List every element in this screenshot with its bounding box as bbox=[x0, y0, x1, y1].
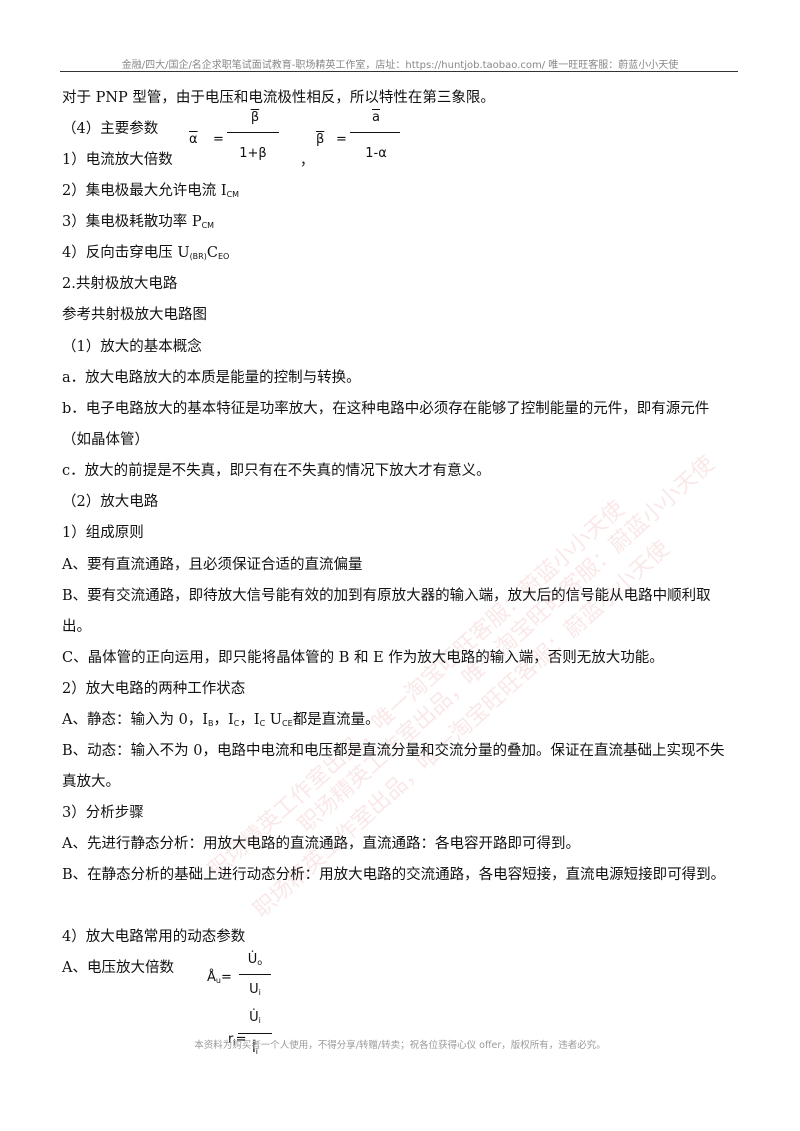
principle-b: B、要有交流通路，即待放大信号能有效的加到有原放大器的输入端，放大后的信号能从电… bbox=[62, 588, 711, 635]
heading-principles: 1）组成原则 bbox=[62, 525, 144, 541]
principle-a: A、要有直流通路，且必须保证合适的直流偏量 bbox=[62, 557, 363, 573]
heading-amplifier: （2）放大电路 bbox=[62, 494, 159, 510]
header-divider bbox=[60, 71, 738, 72]
ri-symbol: ri= bbox=[228, 1032, 247, 1047]
item-max-collector-current: 2）集电极最大允许电流 ICM bbox=[62, 183, 240, 199]
beta-symbol: β bbox=[316, 132, 325, 147]
state-static: A、静态：输入为 0，IB，IC，IC UCE都是直流量。 bbox=[62, 712, 380, 728]
item-collector-dissipation: 3）集电极耗散功率 PCM bbox=[62, 214, 215, 230]
au-fraction-bar bbox=[239, 974, 271, 975]
section-ce-amplifier: 2.共射极放大电路 bbox=[62, 276, 178, 292]
heading-analysis-steps: 3）分析步骤 bbox=[62, 805, 144, 821]
principle-c: C、晶体管的正向运用，即只能将晶体管的 B 和 E 作为放大电路的输入端，否则无… bbox=[62, 650, 664, 666]
page-footer: 本资料为购买者一个人使用，不得分享/转赠/转卖；祝各位获得心仪 offer，版权… bbox=[194, 1040, 606, 1051]
ri-denominator: İi bbox=[251, 1041, 259, 1056]
alpha-denominator: 1+β bbox=[239, 146, 267, 161]
alpha-numerator: β bbox=[250, 110, 260, 125]
page-header: 金融/四大/国企/名企求职笔试面试教育-职场精英工作室，店址：https://h… bbox=[121, 60, 679, 71]
au-numerator: U̇o bbox=[247, 952, 263, 967]
text-item-c: c．放大的前提是不失真，即只有在不失真的情况下放大才有意义。 bbox=[62, 463, 491, 479]
heading-dynamic-params: 4）放大电路常用的动态参数 bbox=[62, 929, 246, 945]
formula-voltage-gain: Åu= U̇o Ui bbox=[205, 948, 285, 1006]
alpha-equals: = bbox=[213, 132, 224, 147]
heading-working-states: 2）放大电路的两种工作状态 bbox=[62, 681, 246, 697]
heading-main-params: （4）主要参数 bbox=[62, 121, 159, 137]
state-dynamic: B、动态：输入不为 0，电路中电流和电压都是直流分量和交流分量的叠加。保证在直流… bbox=[62, 743, 725, 790]
heading-basic-concept: （1）放大的基本概念 bbox=[62, 339, 202, 355]
ri-fraction-bar bbox=[238, 1033, 272, 1034]
beta-numerator: a bbox=[372, 110, 380, 125]
alpha-symbol: α bbox=[189, 132, 198, 147]
formula-alpha: α = β 1+β bbox=[185, 106, 305, 166]
formula-comma: ， bbox=[300, 153, 314, 169]
beta-denominator: 1-α bbox=[365, 146, 387, 161]
item-breakdown-voltage: 4）反向击穿电压 U(BR)CEO bbox=[62, 245, 230, 261]
au-denominator: Ui bbox=[249, 982, 261, 997]
ri-numerator: U̇i bbox=[249, 1010, 261, 1025]
beta-fraction-bar bbox=[350, 132, 400, 133]
step-a: A、先进行静态分析：用放大电路的直流通路，直流通路：各电容开路即可得到。 bbox=[62, 836, 580, 852]
alpha-fraction-bar bbox=[227, 132, 279, 133]
text-item-b: b．电子电路放大的基本特征是功率放大，在这种电路中必须存在能够了控制能量的元件，… bbox=[62, 401, 710, 448]
formula-beta: β = a 1-α bbox=[314, 106, 434, 166]
step-b: B、在静态分析的基础上进行动态分析：用放大电路的交流通路，各电容短接，直流电源短… bbox=[62, 867, 726, 883]
item-current-gain: 1）电流放大倍数 bbox=[62, 152, 173, 168]
watermark-1: 职场精英工作室出品，唯一淘宝旺旺客服：蔚蓝小小天使 bbox=[204, 496, 630, 884]
text-pnp: 对于 PNP 型管，由于电压和电流极性相反，所以特性在第三象限。 bbox=[62, 90, 495, 106]
formula-input-resistance: ri= U̇i İi bbox=[226, 1006, 286, 1066]
beta-equals: = bbox=[336, 132, 347, 147]
param-voltage-gain: A、电压放大倍数 bbox=[62, 960, 174, 976]
text-reference: 参考共射极放大电路图 bbox=[62, 307, 207, 323]
au-symbol: Åu= bbox=[207, 970, 232, 985]
text-item-a: a．放大电路放大的本质是能量的控制与转换。 bbox=[62, 370, 361, 386]
